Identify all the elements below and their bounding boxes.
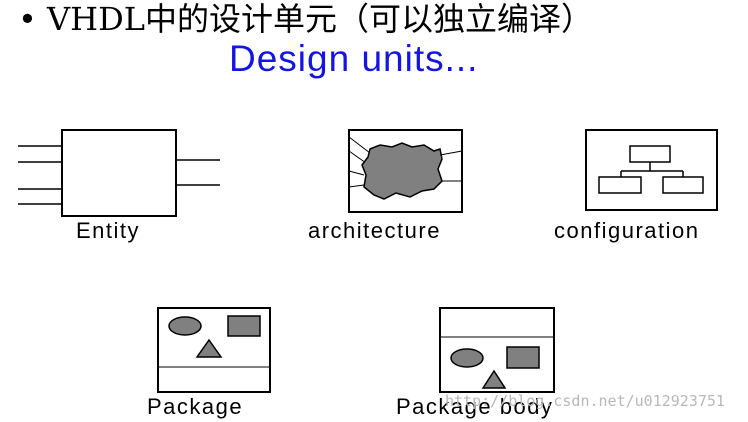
- entity-icon: [18, 129, 220, 217]
- configuration-icon: [585, 129, 718, 211]
- architecture-label: architecture: [308, 218, 441, 243]
- package-body-icon: [439, 307, 555, 393]
- entity-label: Entity: [76, 218, 141, 243]
- package-body-label: Package body: [396, 394, 554, 419]
- package-label: Package: [147, 394, 244, 419]
- slide-subtitle: Design units...: [229, 38, 479, 79]
- watermark: http://blog.csdn.net/u012923751: [445, 392, 725, 410]
- configuration-label: configuration: [554, 218, 700, 243]
- slide-title: • VHDL中的设计单元（可以独立编译）: [18, 0, 593, 38]
- package-icon: [157, 307, 271, 393]
- architecture-icon: [348, 129, 463, 213]
